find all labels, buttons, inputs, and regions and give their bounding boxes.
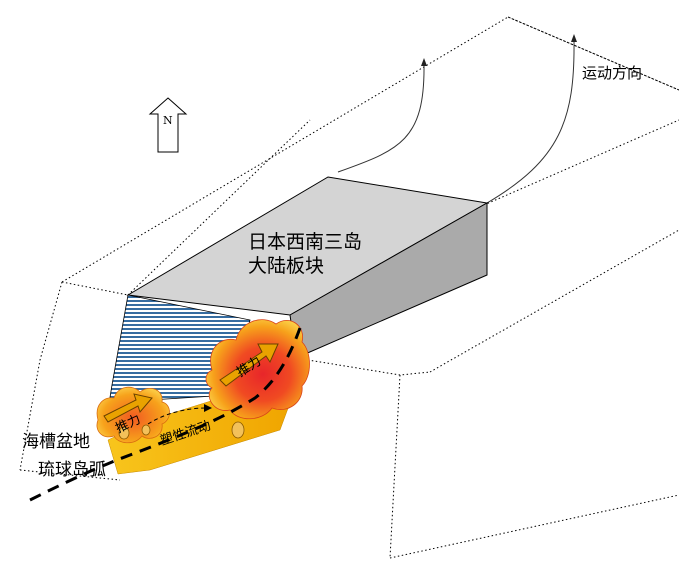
north-arrow-icon: N [150, 98, 186, 152]
block-label-line2: 大陆板块 [248, 255, 324, 277]
block-label-line1: 日本西南三岛 [248, 231, 362, 253]
north-arrow-letter: N [163, 114, 173, 127]
arc-label: 琉球岛弧 [38, 460, 106, 480]
trough-label: 海槽盆地 [22, 432, 90, 452]
motion-label: 运动方向 [582, 64, 642, 82]
motion-arrows [338, 34, 577, 203]
